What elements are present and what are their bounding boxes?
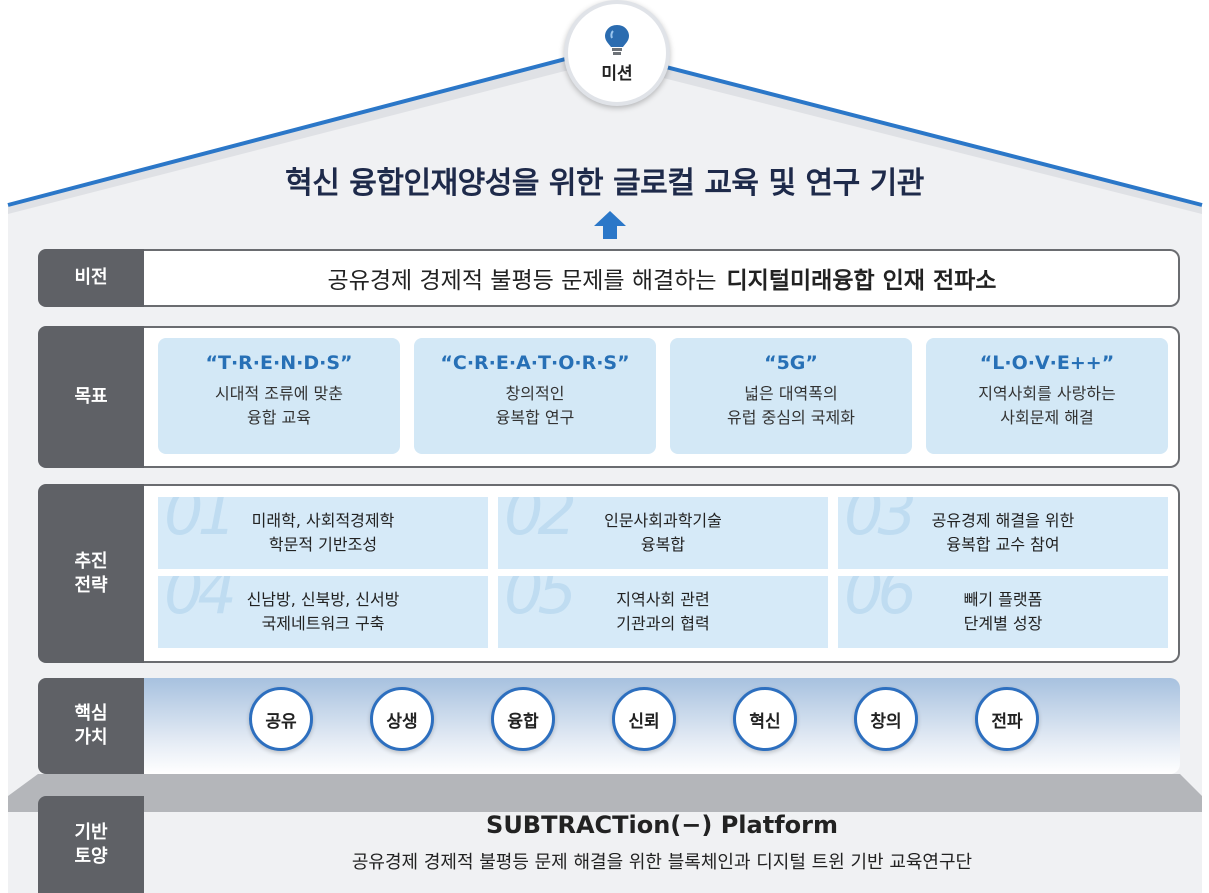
strategy-label: 추진 전략 [38, 484, 144, 663]
vision-box [144, 249, 1180, 307]
core-value-circle: 융합 [491, 687, 555, 751]
strategy-line: 지역사회 관련 [616, 590, 710, 609]
core-value-circle: 공유 [249, 687, 313, 751]
mission-badge: 미션 [564, 0, 670, 106]
core-value-circle: 혁신 [733, 687, 797, 751]
core-values-label: 핵심 가치 [38, 678, 144, 774]
strategy-line: 단계별 성장 [963, 614, 1043, 633]
platform-title: SUBTRACTion(−) Platform [486, 811, 838, 839]
goal-desc-line: 창의적인 [505, 384, 565, 403]
goal-desc-line: 융복합 연구 [495, 408, 575, 427]
strategy-line: 융복합 교수 참여 [946, 535, 1060, 554]
strategy-line: 융복합 [640, 535, 686, 554]
strategy-label-line: 전략 [74, 574, 108, 596]
goal-card: “5G” 넓은 대역폭의 유럽 중심의 국제화 [670, 338, 912, 454]
strategy-line: 신남방, 신북방, 신서방 [246, 590, 400, 609]
strategy-label-line: 추진 [74, 550, 108, 572]
goals-label: 목표 [38, 326, 144, 468]
strategy-number: 01 [164, 497, 237, 549]
goal-title: “T·R·E·N·D·S” [205, 352, 353, 374]
strategy-line: 미래학, 사회적경제학 [251, 511, 395, 530]
goal-card: “T·R·E·N·D·S” 시대적 조류에 맞춘 융합 교육 [158, 338, 400, 454]
goal-desc-line: 유럽 중심의 국제화 [727, 408, 855, 427]
strategy-number: 04 [164, 576, 237, 628]
strategy-number: 05 [504, 576, 577, 628]
core-value-circle: 전파 [975, 687, 1039, 751]
strategy-line: 학문적 기반조성 [268, 535, 378, 554]
mission-statement: 혁신 융합인재양성을 위한 글로컬 교육 및 연구 기관 [285, 166, 924, 201]
strategy-number: 03 [844, 497, 917, 549]
foundation-label: 기반 토양 [38, 796, 144, 893]
foundation-label-line: 토양 [74, 845, 108, 867]
goal-card: “C·R·E·A·T·O·R·S” 창의적인 융복합 연구 [414, 338, 656, 454]
strategy-line: 기관과의 협력 [616, 614, 710, 633]
goal-card: “L·O·V·E++” 지역사회를 사랑하는 사회문제 해결 [926, 338, 1168, 454]
vision-text: 공유경제 경제적 불평등 문제를 해결하는 디지털미래융합 인재 전파소 [144, 249, 1180, 307]
goal-title: “C·R·E·A·T·O·R·S” [440, 352, 630, 374]
up-arrow-icon [594, 211, 626, 239]
core-values-label-line: 핵심 [74, 703, 108, 724]
core-value-circle: 신뢰 [612, 687, 676, 751]
goal-desc-line: 넓은 대역폭의 [744, 384, 838, 403]
lightbulb-icon [605, 24, 629, 55]
goal-desc-line: 융합 교육 [247, 408, 311, 427]
goal-title: “5G” [764, 352, 818, 374]
core-value-circle: 상생 [370, 687, 434, 751]
core-values-label-line: 가치 [74, 727, 108, 748]
goal-desc-line: 시대적 조류에 맞춘 [215, 384, 343, 403]
goal-desc-line: 사회문제 해결 [1000, 408, 1094, 427]
strategy-number: 02 [504, 497, 577, 549]
strategy-line: 인문사회과학기술 [604, 511, 722, 530]
vision-label: 비전 [38, 249, 144, 307]
vision-text-bold: 디지털미래융합 인재 전파소 [726, 268, 997, 294]
strategy-number: 06 [844, 576, 917, 628]
goal-desc-line: 지역사회를 사랑하는 [978, 384, 1116, 403]
goal-title: “L·O·V·E++” [979, 352, 1115, 374]
core-value-circle: 창의 [854, 687, 918, 751]
platform-subtitle: 공유경제 경제적 불평등 문제 해결을 위한 블록체인과 디지털 트윈 기반 교… [351, 852, 973, 873]
foundation-label-line: 기반 [74, 821, 108, 843]
strategy-line: 국제네트워크 구축 [261, 614, 385, 633]
vision-text-plain: 공유경제 경제적 불평등 문제를 해결하는 [327, 268, 717, 294]
strategy-line: 빼기 플랫폼 [963, 590, 1043, 609]
strategy-line: 공유경제 해결을 위한 [931, 511, 1075, 530]
mission-label: 미션 [601, 63, 633, 84]
